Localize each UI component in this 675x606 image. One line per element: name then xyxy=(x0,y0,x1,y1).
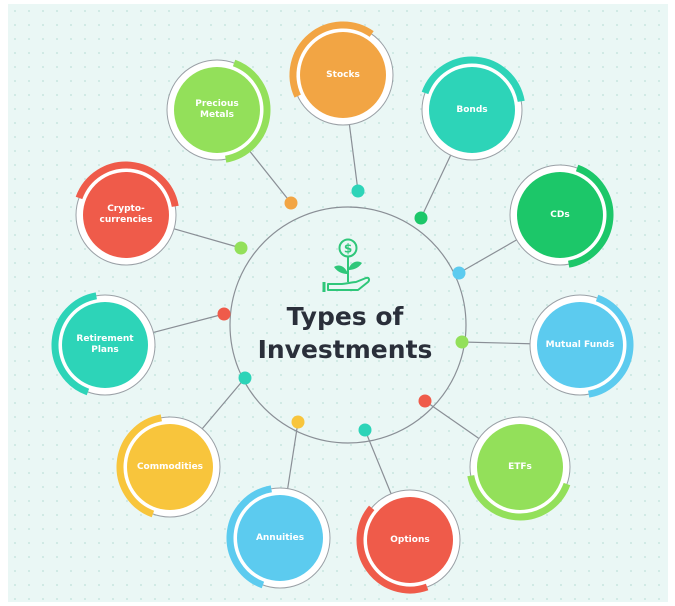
connector-dot-stocks xyxy=(351,184,365,198)
node-annuities: Annuities xyxy=(237,495,323,581)
connector-line-cds xyxy=(458,239,517,274)
node-label-annuities: Annuities xyxy=(255,532,305,543)
connector-dot-cds xyxy=(452,266,466,280)
connector-dot-mutual-funds xyxy=(455,335,469,349)
node-label-options: Options xyxy=(390,534,430,545)
connector-line-retirement-plans xyxy=(153,313,225,333)
money-plant-hand-icon: $ xyxy=(322,238,371,292)
node-label-bonds: Bonds xyxy=(456,104,488,115)
hub-circle xyxy=(229,206,467,444)
hub-ring xyxy=(229,206,467,444)
node-label-cryptocurrencies: Crypto-currencies xyxy=(99,204,153,225)
node-bonds: Bonds xyxy=(429,67,515,153)
node-arc-mutual-funds xyxy=(588,294,634,398)
node-options: Options xyxy=(367,497,453,583)
node-label-stocks: Stocks xyxy=(326,69,360,80)
connector-line-etfs xyxy=(424,400,480,439)
connector-line-stocks xyxy=(348,124,359,192)
connector-line-options xyxy=(364,429,392,494)
node-arc-annuities xyxy=(226,485,272,589)
connector-lines xyxy=(153,124,531,494)
node-mutual-funds: Mutual Funds xyxy=(537,302,623,388)
title-line-1: Types of xyxy=(286,302,404,331)
connector-dots xyxy=(217,184,469,437)
node-arc-commodities xyxy=(116,414,162,518)
node-arc-bonds xyxy=(421,56,525,102)
node-label-retirement-plans: Retirement Plans xyxy=(76,334,134,355)
node-commodities: Commodities xyxy=(127,424,213,510)
node-arc-precious-metals xyxy=(225,59,271,163)
node-label-etfs: ETFs xyxy=(508,461,532,472)
connector-dot-etfs xyxy=(418,394,432,408)
node-precious-metals: Precious Metals xyxy=(174,67,260,153)
node-label-mutual-funds: Mutual Funds xyxy=(545,339,615,350)
node-arc-cds xyxy=(568,164,614,268)
connector-dot-commodities xyxy=(238,371,252,385)
connector-line-annuities xyxy=(287,421,299,489)
connector-dot-precious-metals xyxy=(284,196,298,210)
connector-dot-bonds xyxy=(414,211,428,225)
node-etfs: ETFs xyxy=(477,424,563,510)
connector-line-commodities xyxy=(201,377,246,430)
node-retirement-plans: Retirement Plans xyxy=(62,302,148,388)
node-arc-stocks xyxy=(289,21,374,98)
node-arc-etfs xyxy=(467,475,571,521)
node-arc-options xyxy=(356,505,429,594)
connector-line-bonds xyxy=(420,154,452,219)
connector-dot-retirement-plans xyxy=(217,307,231,321)
connector-line-mutual-funds xyxy=(461,341,531,345)
connector-line-precious-metals xyxy=(247,148,292,204)
node-label-commodities: Commodities xyxy=(136,461,204,472)
connector-line-cryptocurrencies xyxy=(173,228,242,249)
node-cryptocurrencies: Crypto-currencies xyxy=(83,172,169,258)
connector-dot-annuities xyxy=(291,415,305,429)
node-stocks: Stocks xyxy=(300,32,386,118)
title-line-2: Investments xyxy=(257,335,433,364)
node-cds: CDs xyxy=(517,172,603,258)
svg-text:$: $ xyxy=(344,242,352,256)
connector-dot-cryptocurrencies xyxy=(234,241,248,255)
diagram-title: Types of Investments xyxy=(240,300,450,366)
node-label-precious-metals: Precious Metals xyxy=(195,99,239,120)
node-arc-retirement-plans xyxy=(51,292,97,396)
node-arc-cryptocurrencies xyxy=(75,161,179,207)
connector-dot-options xyxy=(358,423,372,437)
node-label-cds: CDs xyxy=(550,209,570,220)
